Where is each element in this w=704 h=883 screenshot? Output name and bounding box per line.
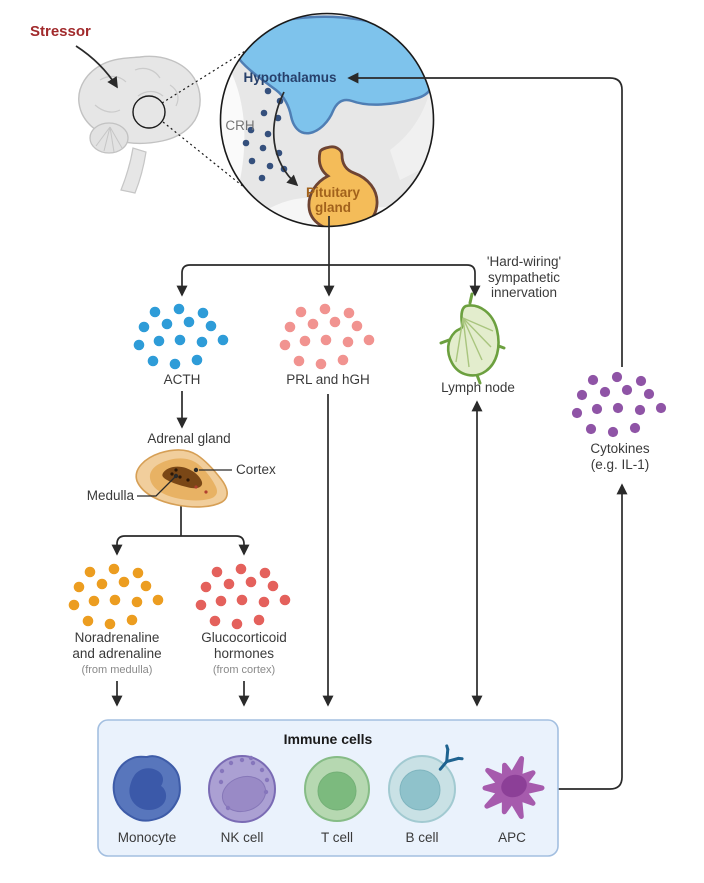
- lymph-node-label: Lymph node: [441, 380, 515, 395]
- noradrenaline-dots: [68, 563, 164, 630]
- hardwiring-line3: innervation: [491, 285, 557, 300]
- cytokines-line2: (e.g. IL-1): [591, 457, 650, 472]
- adrenal-core: [162, 466, 203, 489]
- adrenal-red-dots: [194, 485, 208, 494]
- glucocorticoid-label: Glucocorticoid hormones (from cortex): [201, 630, 287, 676]
- antibody-icon: [438, 744, 464, 771]
- cytokine-dots: [571, 371, 667, 438]
- hardwiring-line1: 'Hard-wiring': [487, 254, 561, 269]
- lymph-node-spokes: [455, 317, 494, 368]
- cytokines-to-hypothalamus-arrow: [347, 72, 623, 367]
- medulla-pointer-line: [137, 476, 176, 497]
- inset-circle: Hypothalamus CRH Pituitary gland: [219, 12, 435, 228]
- noradrenaline-line1: Noradrenaline: [75, 630, 160, 645]
- box-to-cytokines-arrow: [558, 483, 628, 790]
- glucocorticoid-dots: [195, 563, 291, 630]
- medulla-label: Medulla: [87, 488, 135, 503]
- b-nucleus: [399, 769, 441, 811]
- immune-cells-title: Immune cells: [284, 731, 373, 747]
- trunk-branch-line: [181, 264, 476, 295]
- t-cell: [304, 756, 370, 822]
- noradrenaline-line3: (from medulla): [82, 664, 153, 676]
- magnifier-circle: [132, 95, 166, 129]
- cortex-label: Cortex: [236, 462, 276, 477]
- hardwiring-label: 'Hard-wiring' sympathetic innervation: [487, 254, 561, 300]
- pituitary-shape: [307, 145, 379, 227]
- nk-label: NK cell: [221, 830, 264, 845]
- nk-nucleus: [221, 775, 267, 813]
- glucocorticoid-line2: hormones: [214, 646, 274, 661]
- nk-granules: [218, 755, 270, 811]
- hardwiring-line2: sympathetic: [488, 270, 560, 285]
- stressor-arrow: [75, 45, 118, 89]
- crh-release-arrow: [272, 91, 299, 187]
- hypothalamus-label: Hypothalamus: [243, 70, 336, 85]
- cerebellum-shape: [89, 122, 129, 154]
- adrenal-core-dots: [170, 468, 190, 482]
- crh-dots: [242, 87, 288, 182]
- monocyte-cell: [112, 755, 181, 822]
- cytokines-label: Cytokines (e.g. IL-1): [590, 441, 650, 472]
- adrenal-pointer-lines: [137, 469, 232, 497]
- prl-dots: [279, 303, 375, 370]
- glucocorticoid-line1: Glucocorticoid: [201, 630, 287, 645]
- noradrenaline-label: Noradrenaline and adrenaline (from medul…: [72, 630, 161, 676]
- pituitary-label-line1: Pituitary: [306, 185, 361, 200]
- b-cell: [388, 744, 464, 823]
- acth-dots: [133, 303, 229, 370]
- apc-nucleus: [501, 774, 527, 798]
- glucocorticoid-line3: (from cortex): [213, 664, 275, 676]
- inset-outline: [219, 12, 435, 228]
- pituitary-label-line2: gland: [315, 200, 351, 215]
- stressor-label: Stressor: [30, 23, 91, 40]
- prl-label: PRL and hGH: [286, 372, 370, 387]
- lymph-node-illustration: [439, 292, 506, 385]
- crh-label: CRH: [225, 118, 254, 133]
- brainstem-shape: [120, 147, 147, 194]
- monocyte-label: Monocyte: [118, 830, 177, 845]
- cerebellum-lines: [95, 126, 123, 153]
- arrows: [75, 45, 628, 790]
- cytokines-line1: Cytokines: [590, 441, 650, 456]
- adrenal-split-branch: [116, 535, 245, 554]
- apc-cell: [482, 756, 545, 819]
- immune-cells-box: Immune cells Monocyte NK cell T cell: [97, 719, 559, 857]
- acth-label: ACTH: [164, 372, 201, 387]
- adrenal-gland-label: Adrenal gland: [147, 431, 230, 446]
- magnifier-dashed-lines: [161, 47, 251, 193]
- monocyte-nucleus: [129, 768, 167, 811]
- b-label: B cell: [405, 830, 438, 845]
- t-label: T cell: [321, 830, 353, 845]
- adrenal-gland-illustration: [135, 449, 228, 508]
- noradrenaline-line2: and adrenaline: [72, 646, 161, 661]
- apc-label: APC: [498, 830, 526, 845]
- t-nucleus: [317, 771, 357, 811]
- pointer-dots: [173, 467, 199, 479]
- nk-cell: [208, 755, 276, 823]
